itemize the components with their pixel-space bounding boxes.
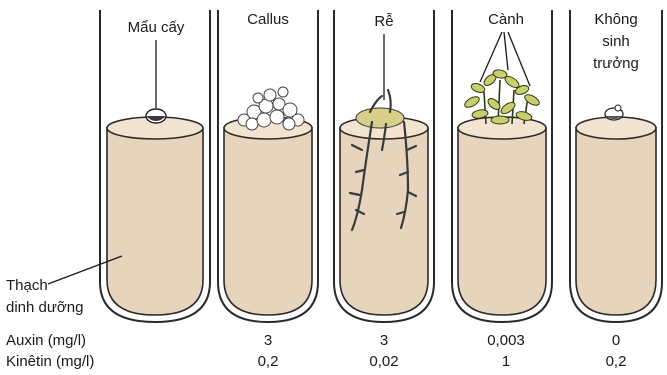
row-label-kinetin: Kinêtin (mg/l) [6,353,94,370]
tube-label-no-growth-3: trưởng [593,55,639,72]
tube-roots: Rễ [334,10,434,322]
tube-label-shoots: Cành [488,11,524,28]
explant-no-growth [605,105,623,120]
tube-label-explant: Mẩu cấy [128,19,185,36]
auxin-value-callus: 3 [264,332,272,349]
tube-label-roots: Rễ [374,13,393,30]
shoot-cluster [463,69,541,124]
tube-callus: Callus [218,10,318,322]
tube-explant: Mẩu cấy [100,10,210,322]
kinetin-value-callus: 0,2 [258,353,279,370]
auxin-value-roots: 3 [380,332,388,349]
hormone-table: Auxin (mg/l) 3 3 0,003 0 Kinêtin (mg/l) … [6,332,626,370]
agar-label-line-1: Thạch [6,277,48,294]
tube-no-growth: Không sinh trưởng [570,10,662,322]
agar-label-group: Thạch dinh dưỡng [6,256,122,316]
kinetin-value-shoots: 1 [502,353,510,370]
auxin-value-no-growth: 0 [612,332,620,349]
kinetin-value-roots: 0,02 [369,353,398,370]
tube-label-no-growth-2: sinh [602,33,630,50]
tube-label-callus: Callus [247,11,289,28]
agar-label-line-2: dinh dưỡng [6,299,83,316]
tube-shoots: Cành [452,10,552,322]
auxin-value-shoots: 0,003 [487,332,525,349]
row-label-auxin: Auxin (mg/l) [6,332,86,349]
tube-label-no-growth-1: Không [594,11,637,28]
kinetin-value-no-growth: 0,2 [606,353,627,370]
